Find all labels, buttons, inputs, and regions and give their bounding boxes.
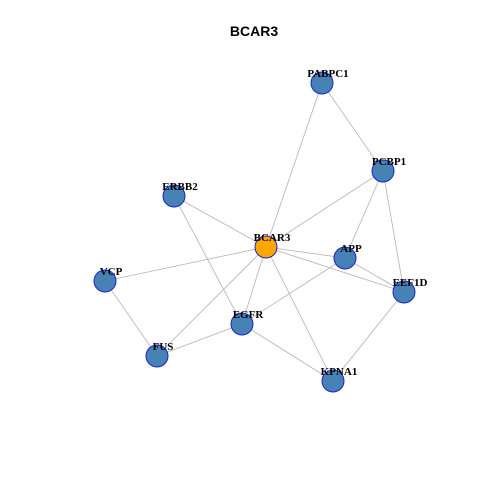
node-label-kpna1: KPNA1 (321, 366, 358, 378)
edge-pcbp1-eef1d (382, 170, 405, 293)
node-pabpc1 (310, 71, 334, 95)
node-pcbp1 (371, 159, 395, 183)
edge-bcar3-eef1d (265, 246, 405, 293)
edge-pabpc1-bcar3 (265, 82, 323, 248)
node-erbb2 (162, 184, 186, 208)
edge-vcp-fus (104, 280, 158, 357)
node-label-fus: FUS (153, 341, 174, 353)
edge-pabpc1-pcbp1 (321, 82, 384, 172)
edge-eef1d-kpna1 (332, 291, 405, 382)
node-app (333, 246, 357, 270)
node-label-pabpc1: PABPC1 (307, 68, 348, 80)
node-label-bcar3: BCAR3 (254, 232, 291, 244)
edge-app-egfr (241, 257, 346, 325)
edge-egfr-kpna1 (241, 323, 334, 382)
node-label-vcp: VCP (100, 266, 123, 278)
edge-fus-egfr (156, 323, 243, 357)
edge-erbb2-bcar3 (173, 195, 267, 248)
edge-bcar3-egfr (241, 246, 267, 325)
edge-bcar3-kpna1 (265, 246, 334, 382)
edge-bcar3-vcp (104, 246, 267, 282)
node-vcp (93, 269, 117, 293)
edge-bcar3-app (265, 246, 346, 259)
node-egfr (230, 312, 254, 336)
node-label-egfr: EGFR (233, 309, 265, 321)
edge-erbb2-egfr (173, 195, 243, 325)
node-label-erbb2: ERBB2 (162, 181, 198, 193)
diagram-title: BCAR3 (230, 23, 278, 39)
node-label-eef1d: EEF1D (393, 277, 428, 289)
node-label-pcbp1: PCBP1 (372, 156, 406, 168)
node-kpna1 (321, 369, 345, 393)
node-eef1d (392, 280, 416, 304)
edge-pcbp1-app (344, 170, 384, 259)
node-fus (145, 344, 169, 368)
nodes-layer (93, 71, 416, 393)
edge-pcbp1-bcar3 (265, 170, 384, 248)
node-bcar3 (254, 235, 278, 259)
edge-bcar3-fus (156, 246, 267, 357)
node-label-app: APP (340, 243, 362, 255)
